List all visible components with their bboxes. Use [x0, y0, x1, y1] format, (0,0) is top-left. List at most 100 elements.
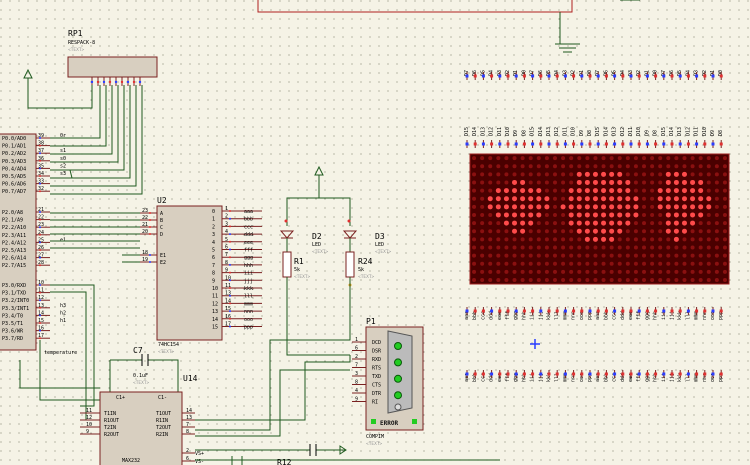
- p1-pin-name: RXD: [372, 357, 381, 363]
- matrix-led: [714, 196, 719, 201]
- u2-value: 74HC154: [158, 342, 179, 348]
- matrix-led: [528, 229, 533, 234]
- p1-placeholder: <TEXT>: [366, 441, 383, 447]
- matrix-led: [609, 156, 614, 161]
- matrix-led: [690, 179, 696, 185]
- matrix-led: [592, 196, 598, 202]
- mcu-pin-number: 10: [38, 280, 44, 286]
- strip-label: D9: [644, 130, 650, 136]
- matrix-led: [665, 188, 671, 194]
- matrix-led: [706, 277, 711, 282]
- matrix-led: [512, 156, 517, 161]
- u2-pin-number: 13: [225, 291, 231, 297]
- matrix-led: [520, 228, 526, 234]
- matrix-led: [552, 221, 557, 226]
- matrix-led: [698, 229, 703, 234]
- rp1-respack[interactable]: RP1 RESPACK-8 <TEXT>: [67, 29, 158, 86]
- matrix-led: [561, 261, 566, 266]
- matrix-led: [512, 164, 517, 169]
- u14-pin-number: 8: [186, 429, 189, 435]
- u2-out-net: ppp: [244, 325, 253, 331]
- matrix-led: [690, 212, 696, 218]
- probe-marker[interactable]: [530, 339, 540, 349]
- matrix-led: [650, 196, 655, 201]
- u2-pin-number: 16: [225, 314, 231, 320]
- matrix-led: [625, 277, 630, 282]
- led-matrix[interactable]: [469, 153, 730, 285]
- matrix-led: [569, 229, 574, 234]
- matrix-led: [472, 188, 477, 193]
- matrix-led: [569, 261, 574, 266]
- matrix-led: [496, 229, 501, 234]
- p1-pin-number: 2: [355, 354, 358, 360]
- matrix-led: [601, 236, 607, 242]
- matrix-led: [722, 253, 727, 258]
- matrix-led: [480, 212, 485, 217]
- mcu-pin-label: P3.2/INT0: [2, 298, 29, 304]
- matrix-led: [666, 277, 671, 282]
- matrix-led: [592, 171, 598, 177]
- d2-ref: D2: [312, 232, 322, 241]
- strip-label: D15: [661, 127, 667, 136]
- top-partial-wires: [257, 0, 640, 53]
- matrix-led: [552, 261, 557, 266]
- matrix-led: [601, 277, 606, 282]
- matrix-led: [642, 237, 647, 242]
- led-section[interactable]: D2 LED <TEXT> D3 LED <TEXT> R1 5k <TEXT>…: [195, 165, 392, 437]
- matrix-led: [496, 221, 501, 226]
- matrix-led: [625, 269, 630, 274]
- matrix-led: [496, 277, 501, 282]
- matrix-led: [617, 164, 622, 169]
- matrix-led: [658, 212, 663, 217]
- matrix-led: [568, 204, 574, 210]
- matrix-led: [706, 188, 711, 193]
- u14-pin-number: 12: [86, 415, 92, 421]
- mcu-pin-label: P2.7/A15: [2, 263, 26, 269]
- matrix-led: [625, 253, 630, 258]
- matrix-led: [706, 221, 711, 226]
- u14-value: MAX232: [122, 458, 140, 464]
- matrix-led: [609, 188, 615, 194]
- matrix-led: [698, 196, 704, 202]
- matrix-led: [722, 204, 727, 209]
- u14-pin-number: 2: [186, 448, 189, 454]
- matrix-led: [609, 179, 615, 185]
- u2-out-name: 5: [212, 248, 215, 254]
- matrix-led: [585, 269, 590, 274]
- matrix-led: [585, 245, 590, 250]
- matrix-led: [609, 228, 615, 234]
- matrix-led: [504, 245, 509, 250]
- matrix-led: [480, 229, 485, 234]
- matrix-led: [698, 204, 704, 210]
- matrix-led: [617, 204, 623, 210]
- mcu-pin-number: 33: [38, 179, 44, 185]
- matrix-led: [560, 204, 566, 210]
- matrix-led: [488, 277, 493, 282]
- u2-pin-number: 8: [225, 260, 228, 266]
- matrix-led: [714, 221, 719, 226]
- rp1-placeholder: <TEXT>: [68, 47, 85, 53]
- matrix-led: [544, 229, 549, 234]
- matrix-led: [480, 237, 485, 242]
- matrix-led: [650, 212, 655, 217]
- matrix-led: [593, 164, 598, 169]
- matrix-led: [496, 253, 501, 258]
- mcu-pin-number: 22: [38, 215, 44, 221]
- u2-out-name: 7: [212, 263, 215, 269]
- matrix-led: [617, 253, 622, 258]
- c7-capacitor[interactable]: C7 0.1uF <TEXT>: [109, 346, 179, 392]
- u2-out-name: 15: [212, 325, 218, 331]
- matrix-led: [512, 228, 518, 234]
- matrix-led: [480, 156, 485, 161]
- matrix-led: [536, 221, 541, 226]
- p1-status: ERROR: [380, 420, 398, 427]
- matrix-led: [633, 261, 638, 266]
- p1-pin-number: 6: [355, 346, 358, 352]
- matrix-led: [536, 164, 541, 169]
- matrix-led: [536, 212, 542, 218]
